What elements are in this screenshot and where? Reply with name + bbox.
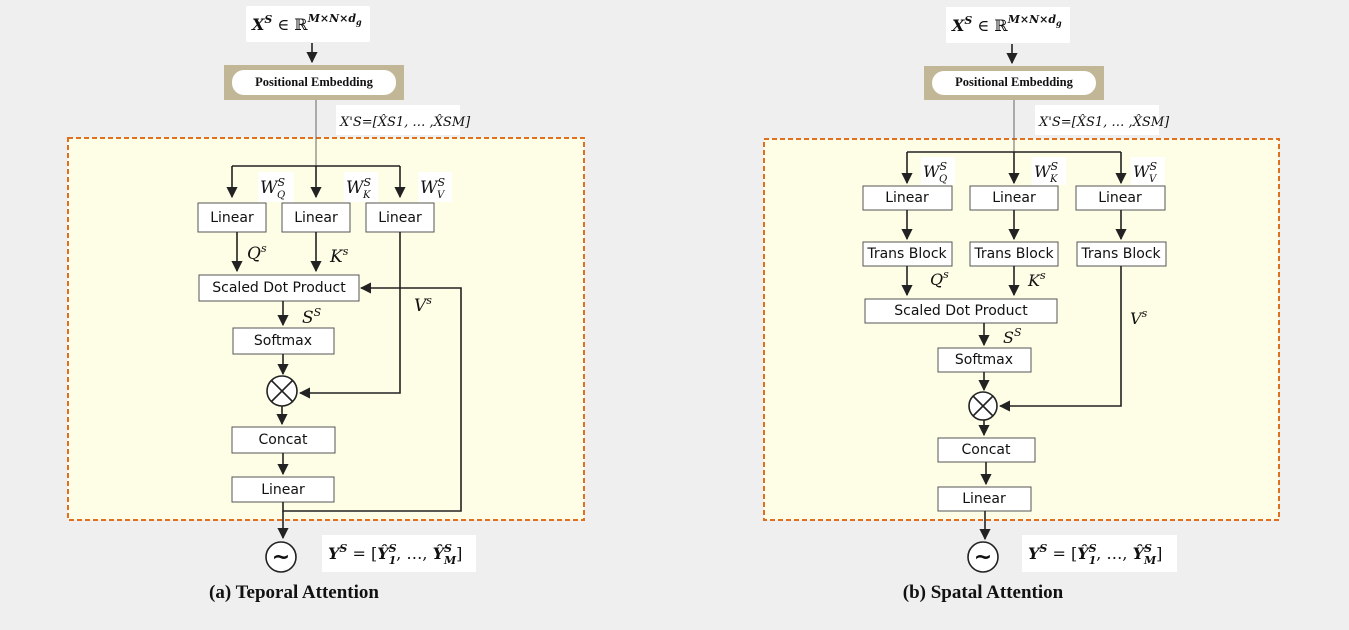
positional-embedding-label: Positional Embedding bbox=[255, 75, 373, 89]
trans-block-k-box bbox=[969, 241, 1059, 267]
linear-v-box bbox=[1075, 185, 1166, 211]
scaled-dot-product-box bbox=[198, 274, 360, 302]
output-node-icon bbox=[967, 541, 999, 573]
svg-text:Softmax: Softmax bbox=[955, 352, 1013, 368]
output-node-icon bbox=[265, 541, 297, 573]
svg-text:Trans Block: Trans Block bbox=[973, 246, 1054, 262]
input-tensor-label: XS ∈ ℝM×N×dg bbox=[246, 6, 370, 42]
linear-k-box bbox=[281, 202, 351, 233]
caption-a: (a) Teporal Attention bbox=[209, 582, 379, 603]
embedded-sequence-label: X'S=[X̂S1, … ,X̂SM] bbox=[1035, 105, 1170, 135]
concat-box bbox=[231, 426, 336, 454]
q-label: Qs bbox=[247, 242, 267, 264]
svg-text:Trans Block: Trans Block bbox=[866, 246, 947, 262]
linear-v-box bbox=[365, 202, 435, 233]
svg-text:Softmax: Softmax bbox=[254, 333, 312, 349]
svg-text:Linear: Linear bbox=[962, 491, 1006, 507]
linear-q-box bbox=[197, 202, 267, 233]
trans-block-v-box bbox=[1076, 241, 1167, 267]
positional-embedding-label: Positional Embedding bbox=[955, 75, 1073, 89]
k-label: Ks bbox=[1027, 269, 1046, 290]
positional-embedding-block: Positional Embedding bbox=[224, 65, 404, 100]
v-label: Vs bbox=[414, 294, 432, 316]
positional-embedding-block: Positional Embedding bbox=[924, 66, 1104, 100]
linear-q-box bbox=[862, 185, 953, 211]
spatial-attention-diagram: XS ∈ ℝM×N×dg Positional Embedding X'S=[X… bbox=[763, 7, 1280, 603]
q-label: Qs bbox=[930, 268, 949, 289]
embedded-sequence-label: X'S=[X̂S1, … ,X̂SM] bbox=[336, 105, 471, 135]
s-label: SS bbox=[1003, 326, 1022, 347]
scaled-dot-product-box bbox=[864, 298, 1058, 324]
svg-text:X'S=[X̂S1, … ,X̂SM]: X'S=[X̂S1, … ,X̂SM] bbox=[1038, 114, 1170, 130]
svg-text:Linear: Linear bbox=[885, 190, 929, 206]
svg-text:Linear: Linear bbox=[210, 210, 254, 226]
svg-text:Linear: Linear bbox=[261, 482, 305, 498]
svg-text:XS ∈ ℝM×N×dg: XS ∈ ℝM×N×dg bbox=[251, 12, 362, 34]
svg-text:XS ∈ ℝM×N×dg: XS ∈ ℝM×N×dg bbox=[951, 13, 1062, 35]
caption-b: (b) Spatal Attention bbox=[903, 582, 1064, 603]
concat-box bbox=[937, 437, 1036, 463]
svg-text:Scaled Dot Product: Scaled Dot Product bbox=[212, 280, 346, 296]
svg-text:X'S=[X̂S1, … ,X̂SM]: X'S=[X̂S1, … ,X̂SM] bbox=[339, 114, 471, 130]
svg-text:Concat: Concat bbox=[962, 442, 1011, 458]
svg-text:Linear: Linear bbox=[992, 190, 1036, 206]
k-label: Ks bbox=[329, 245, 349, 267]
svg-text:Concat: Concat bbox=[259, 432, 308, 448]
svg-text:Linear: Linear bbox=[294, 210, 338, 226]
linear-k-box bbox=[969, 185, 1059, 211]
temporal-attention-diagram: XS ∈ ℝM×N×dg Positional Embedding X'S=[X… bbox=[67, 6, 585, 603]
linear-output-box bbox=[937, 486, 1032, 512]
v-label: Vs bbox=[1130, 307, 1148, 328]
svg-text:Linear: Linear bbox=[1098, 190, 1142, 206]
s-label: SS bbox=[302, 306, 322, 328]
svg-text:Linear: Linear bbox=[378, 210, 422, 226]
svg-text:Scaled Dot Product: Scaled Dot Product bbox=[894, 303, 1028, 319]
input-tensor-label: XS ∈ ℝM×N×dg bbox=[946, 7, 1070, 43]
svg-text:~: ~ bbox=[272, 545, 290, 570]
svg-text:~: ~ bbox=[974, 545, 992, 570]
svg-text:Trans Block: Trans Block bbox=[1080, 246, 1161, 262]
